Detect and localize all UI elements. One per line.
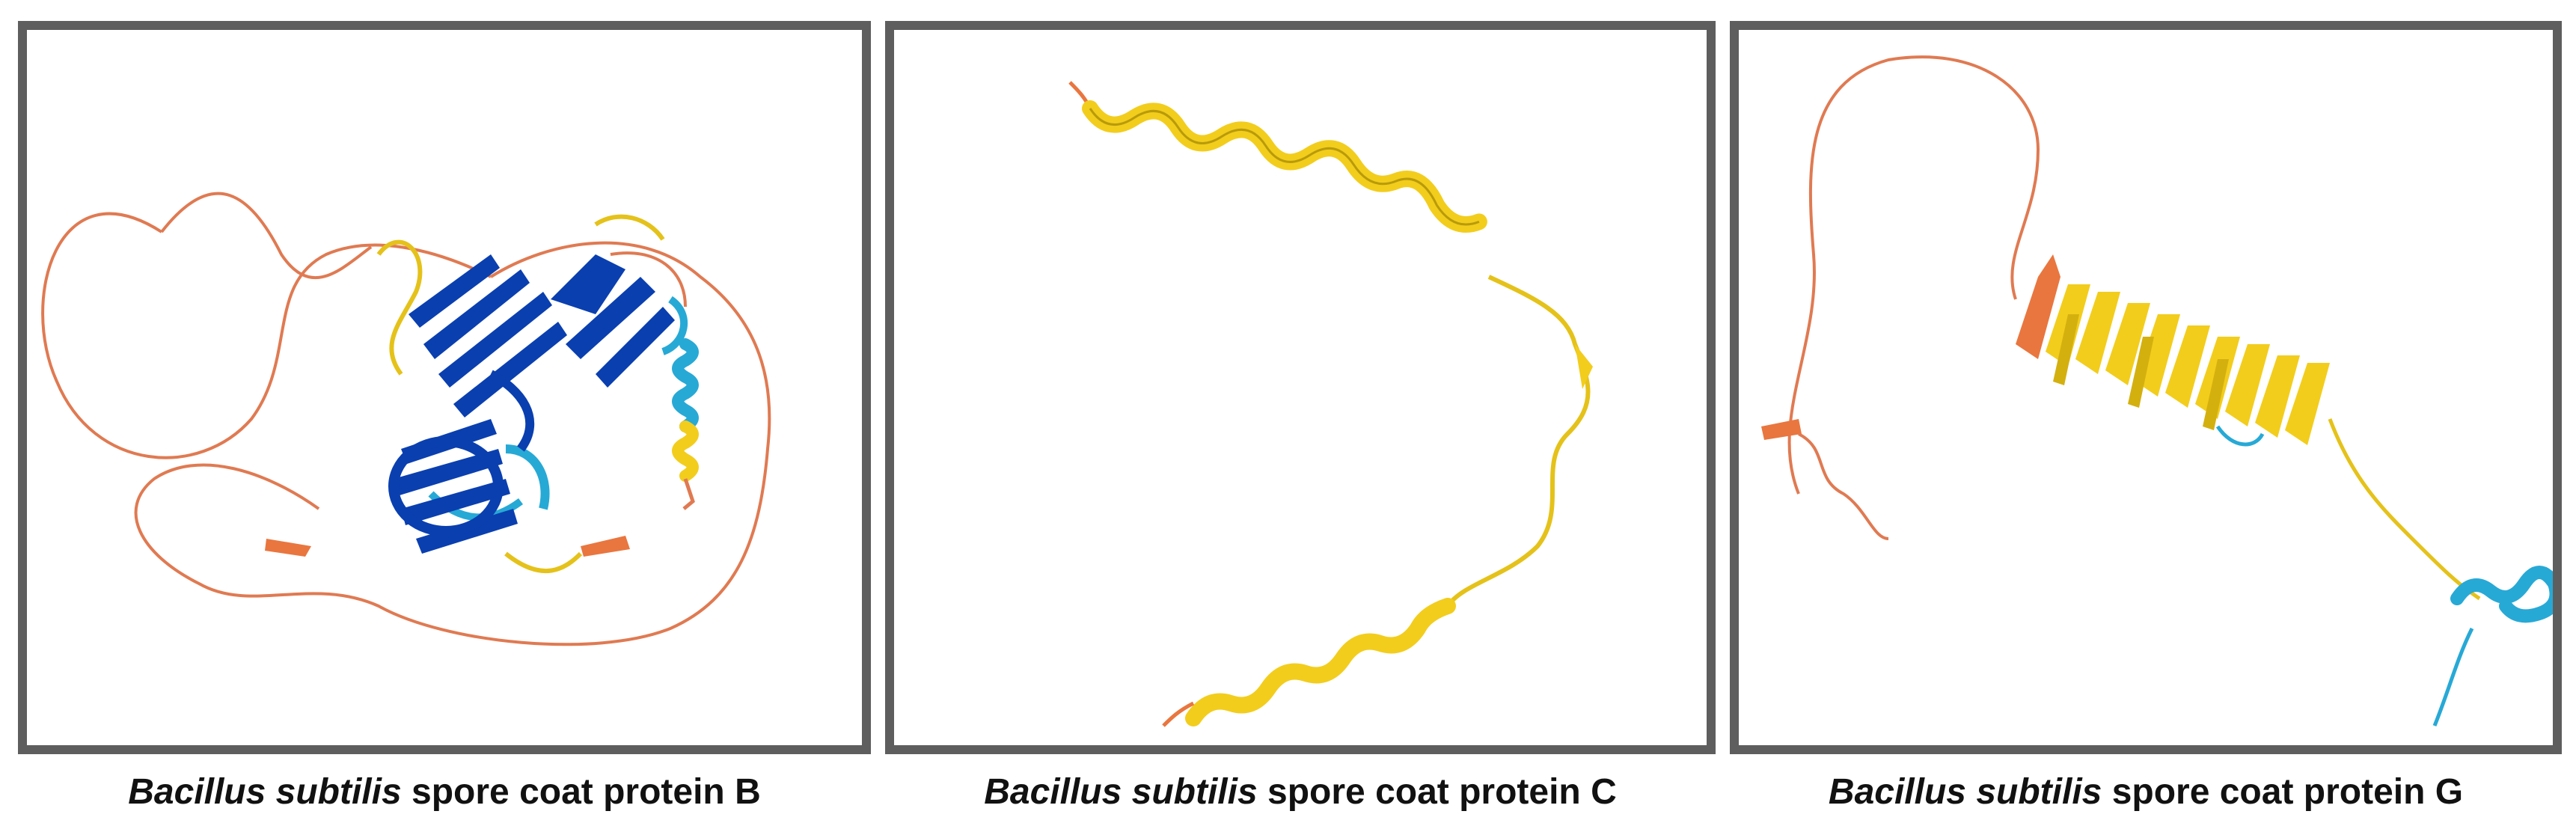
protein-structure-b	[41, 192, 771, 646]
caption-species: Bacillus subtilis	[128, 772, 402, 812]
structure-panel-g	[1730, 21, 2562, 754]
caption-protein-name: spore coat protein B	[412, 772, 761, 812]
structure-panel-b	[18, 21, 871, 754]
protein-structure-g	[1761, 55, 2553, 726]
caption-protein-name: spore coat protein C	[1267, 772, 1617, 812]
caption-protein-g: Bacillus subtilis spore coat protein G	[1730, 766, 2562, 819]
caption-protein-c: Bacillus subtilis spore coat protein C	[885, 766, 1716, 819]
structure-panel-c	[885, 21, 1716, 754]
protein-structure-c	[1068, 81, 1593, 727]
caption-species: Bacillus subtilis	[984, 772, 1258, 812]
caption-protein-name: spore coat protein G	[2111, 772, 2464, 812]
caption-species: Bacillus subtilis	[1828, 772, 2102, 812]
caption-protein-b: Bacillus subtilis spore coat protein B	[18, 766, 871, 819]
